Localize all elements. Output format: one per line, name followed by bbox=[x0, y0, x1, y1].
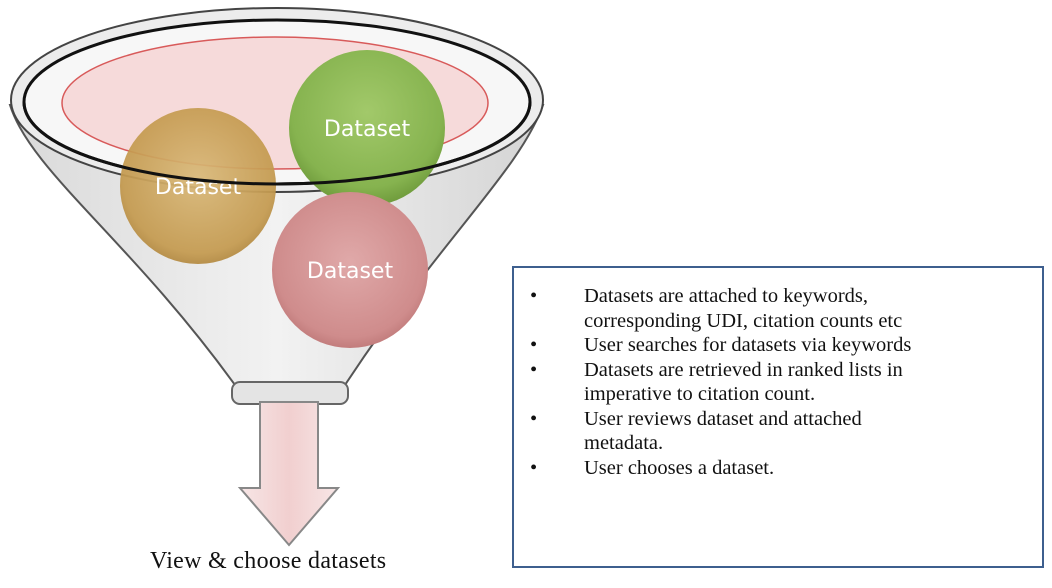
bullet: • bbox=[530, 285, 538, 307]
list-item-line: User searches for datasets via keywords bbox=[584, 334, 912, 356]
list-item: • User reviews dataset and attached meta… bbox=[526, 407, 1036, 456]
bullet: • bbox=[530, 407, 538, 430]
list-item: • User chooses a dataset. bbox=[526, 456, 1036, 481]
bubble-green: Dataset bbox=[289, 50, 445, 206]
bubble-pink: Dataset bbox=[272, 192, 428, 348]
list-item-line: User reviews dataset and attached bbox=[584, 407, 862, 430]
list-item-line: Datasets are retrieved in ranked lists i… bbox=[584, 358, 903, 381]
list-item: • Datasets are retrieved in ranked lists… bbox=[526, 358, 1036, 407]
info-box: • Datasets are attached to keywords, cor… bbox=[512, 266, 1044, 568]
list-item-line: User chooses a dataset. bbox=[584, 456, 775, 479]
list-item: • User searches for datasets via keyword… bbox=[526, 333, 1036, 358]
bubble-label-green: Dataset bbox=[324, 117, 411, 142]
funnel-spout bbox=[231, 381, 349, 405]
output-arrow bbox=[237, 401, 341, 547]
bullet: • bbox=[530, 358, 538, 381]
funnel-rim-front bbox=[22, 101, 532, 186]
bubble-gold: Dataset bbox=[120, 108, 276, 264]
bubble-label-pink: Dataset bbox=[307, 259, 394, 284]
list-item-line: imperative to citation count. bbox=[584, 383, 816, 405]
list-item-line: Datasets are attached to keywords, bbox=[584, 285, 869, 307]
list-item: • Datasets are attached to keywords, cor… bbox=[526, 284, 1036, 333]
bullet: • bbox=[530, 456, 538, 479]
bullet: • bbox=[530, 334, 538, 356]
list-item-line: metadata. bbox=[584, 432, 664, 454]
list-item-line: corresponding UDI, citation counts etc bbox=[584, 309, 903, 332]
output-caption: View & choose datasets bbox=[150, 548, 387, 574]
process-steps-list: • Datasets are attached to keywords, cor… bbox=[526, 284, 1036, 480]
